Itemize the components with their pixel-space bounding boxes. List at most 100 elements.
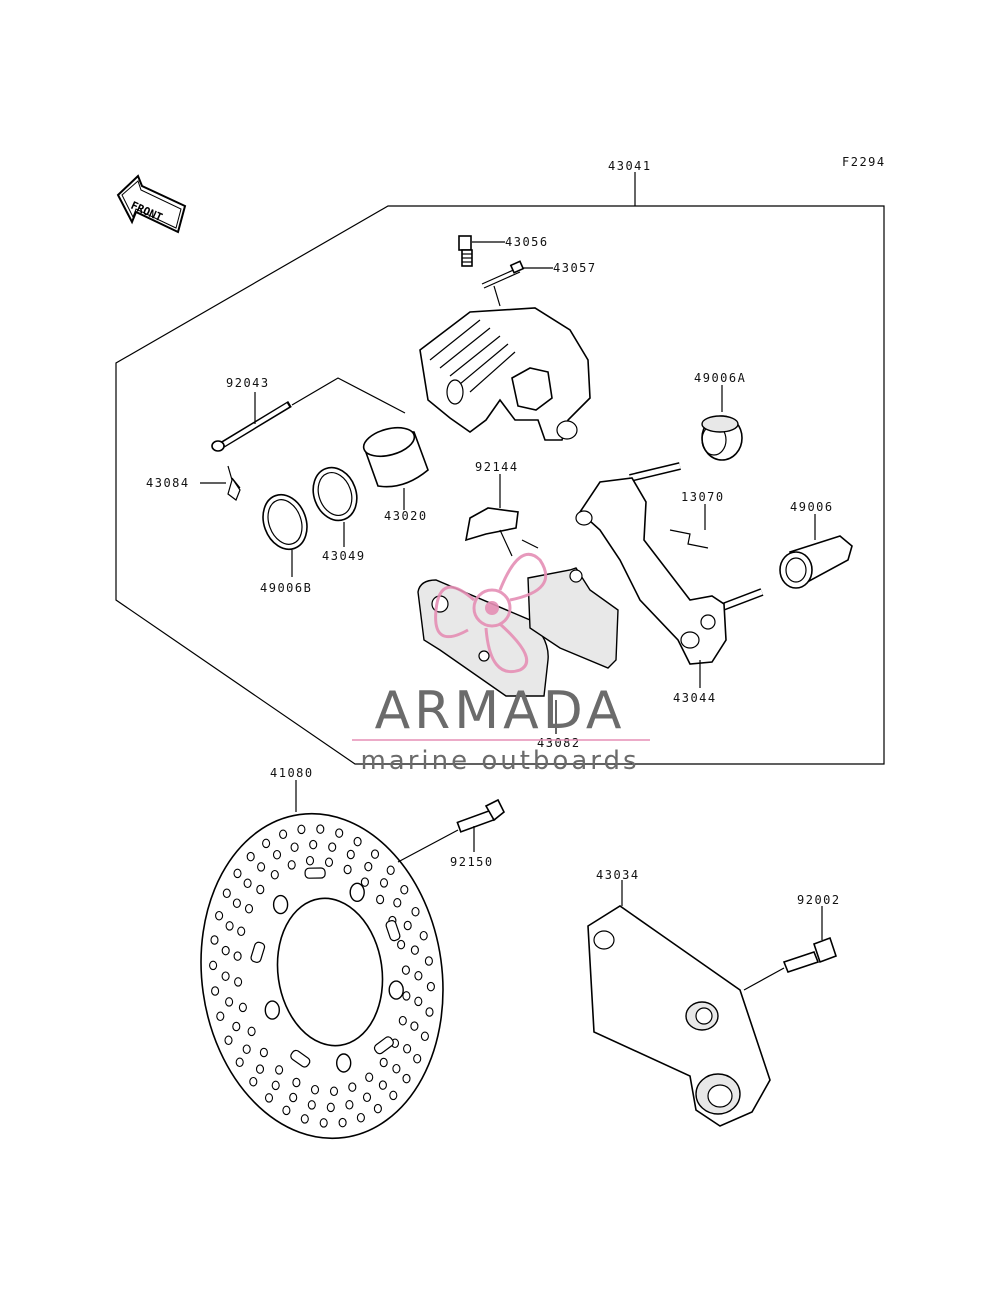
disc-vent-hole <box>237 926 246 937</box>
watermark-brand: ARMADA <box>375 681 626 741</box>
disc-vent-hole <box>234 977 243 987</box>
disc-vent-hole <box>232 1021 241 1032</box>
disc-vent-hole <box>379 878 389 888</box>
disc-vent-hole <box>413 1053 422 1064</box>
disc-vent-hole <box>360 877 369 887</box>
disc-vent-hole <box>246 851 255 862</box>
disc-vent-hole <box>271 1080 280 1091</box>
piston-seal <box>312 466 358 522</box>
disc-vent-hole <box>210 935 219 945</box>
disc-vent-hole <box>410 945 419 955</box>
disc-vent-hole <box>402 1073 411 1084</box>
label-43056: 43056 <box>505 235 549 249</box>
disc-vent-hole <box>365 1072 374 1083</box>
disc-vent-hole <box>249 1076 258 1087</box>
disc-vent-hole <box>329 1086 339 1097</box>
disc-slot <box>304 867 326 879</box>
disc-vent-hole <box>370 849 380 859</box>
disc-vent-hole <box>221 945 230 956</box>
disc-vent-hole <box>410 1021 419 1031</box>
disc-vent-hole <box>345 1100 354 1110</box>
pad-spring <box>464 507 539 557</box>
label-92002: 92002 <box>797 893 841 907</box>
disc-vent-hole <box>216 1011 225 1022</box>
brake-disc <box>200 812 444 1140</box>
bleed-cap <box>481 260 525 289</box>
disc-vent-hole <box>346 849 355 860</box>
label-41080: 41080 <box>270 766 314 780</box>
label-43034: 43034 <box>596 868 640 882</box>
disc-vent-hole <box>257 862 266 872</box>
disc-vent-hole <box>279 829 288 840</box>
disc-vent-hole <box>419 930 428 941</box>
disc-vent-hole <box>401 965 410 975</box>
disc-vent-hole <box>364 861 373 872</box>
label-43020: 43020 <box>384 509 428 523</box>
disc-vent-hole <box>259 1047 268 1058</box>
disc-vent-hole <box>424 956 433 966</box>
disc-vent-hole <box>376 894 385 905</box>
disc-vent-hole <box>221 971 230 981</box>
pad-spring-clip <box>669 529 709 549</box>
label-43044: 43044 <box>673 691 717 705</box>
figure-code: F2294 <box>842 155 886 169</box>
front-arrow-icon: FRONT <box>116 174 187 234</box>
disc-vent-hole <box>264 1093 274 1103</box>
disc-vent-hole <box>309 839 318 850</box>
disc-vent-hole <box>373 1103 382 1114</box>
brake-pad-outer <box>527 567 619 669</box>
disc-vent-hole <box>211 986 220 996</box>
disc-vent-hole <box>316 824 325 834</box>
disc-vent-hole <box>222 888 231 899</box>
disc-vent-hole <box>328 842 337 852</box>
watermark-tagline: marine outboards <box>360 746 639 776</box>
disc-vent-hole <box>255 1064 265 1074</box>
disc-vent-hole <box>379 1057 388 1068</box>
disc-vent-hole <box>225 921 234 931</box>
disc-vent-hole <box>307 1100 316 1110</box>
disc-vent-hole <box>300 1114 309 1124</box>
disc-vent-hole <box>215 910 224 921</box>
disc-vent-hole <box>319 1118 328 1128</box>
disc-mount-hole <box>349 882 365 902</box>
label-43041: 43041 <box>608 159 652 173</box>
disc-vent-hole <box>392 1063 401 1074</box>
disc-vent-hole <box>343 864 352 875</box>
pin <box>211 401 292 452</box>
label-49006: 49006 <box>790 500 834 514</box>
disc-vent-hole <box>238 1002 247 1013</box>
label-43084: 43084 <box>146 476 190 490</box>
disc-mount-hole <box>272 894 289 915</box>
disc-vent-hole <box>403 920 412 931</box>
disc-vent-hole <box>403 1044 412 1054</box>
disc-vent-hole <box>310 1084 320 1095</box>
clip <box>227 465 241 501</box>
boot <box>779 535 853 589</box>
disc-vent-hole <box>386 865 395 876</box>
disc-vent-hole <box>270 869 279 880</box>
disc-vent-hole <box>235 1057 244 1068</box>
disc-slot <box>373 1036 394 1055</box>
disc-vent-hole <box>425 1007 434 1017</box>
armada-logo <box>434 552 548 673</box>
label-92150: 92150 <box>450 855 494 869</box>
disc-vent-hole <box>426 981 435 992</box>
disc-vent-hole <box>244 903 254 914</box>
disc-vent-hole <box>397 939 406 950</box>
disc-vent-hole <box>400 884 409 895</box>
disc-vent-hole <box>247 1026 256 1037</box>
disc-vent-hole <box>290 842 299 852</box>
disc-bolt <box>456 798 506 833</box>
disc-vent-hole <box>398 1015 407 1026</box>
caliper-holder <box>575 462 764 665</box>
disc-mount-hole <box>336 1053 352 1073</box>
label-92043: 92043 <box>226 376 270 390</box>
label-43049: 43049 <box>322 549 366 563</box>
disc-vent-hole <box>389 1090 398 1101</box>
disc-vent-hole <box>414 971 423 981</box>
piston <box>362 426 429 488</box>
disc-vent-hole <box>272 849 282 860</box>
disc-vent-holes <box>209 824 435 1128</box>
disc-vent-hole <box>305 855 315 866</box>
